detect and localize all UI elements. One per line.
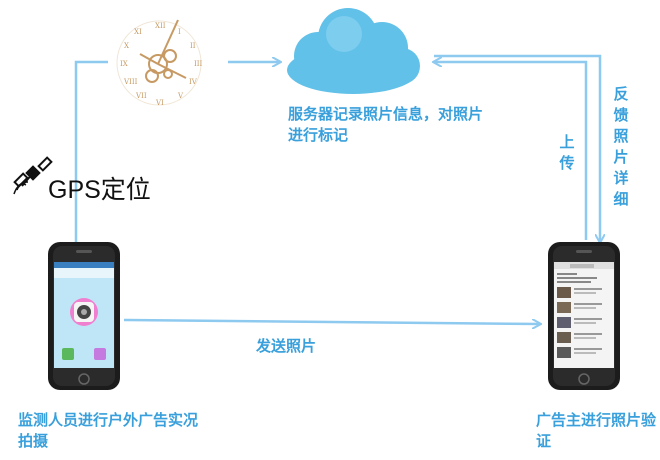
svg-text:IX: IX bbox=[120, 60, 128, 68]
svg-text:X: X bbox=[124, 42, 129, 50]
gps-label: GPS定位 bbox=[48, 176, 151, 204]
svg-text:II: II bbox=[190, 42, 196, 50]
left-phone-app-icon bbox=[94, 348, 106, 360]
left-phone bbox=[48, 242, 120, 390]
gps-path-line bbox=[74, 60, 108, 242]
right-phone bbox=[548, 242, 620, 390]
left-phone-app-icon bbox=[62, 348, 74, 360]
svg-text:VII: VII bbox=[135, 92, 147, 100]
feedback-label: 反馈照片详细 bbox=[613, 85, 629, 208]
clock-icon: XII I II III IV V VI VII VIII IX X XI bbox=[116, 19, 203, 107]
cloud-label: 服务器记录照片信息，对照片进行标记 bbox=[288, 105, 484, 144]
svg-text:VI: VI bbox=[155, 99, 164, 107]
cloud-icon bbox=[287, 8, 420, 94]
upload-label: 上传 bbox=[559, 133, 575, 172]
svg-text:V: V bbox=[177, 92, 184, 100]
left-phone-caption: 监测人员进行户外广告实况拍摄 bbox=[18, 411, 199, 450]
svg-text:I: I bbox=[178, 28, 181, 36]
svg-text:XII: XII bbox=[155, 22, 166, 30]
send-photo-label: 发送照片 bbox=[256, 337, 317, 355]
satellite-icon bbox=[13, 156, 53, 195]
upload-arrow bbox=[434, 62, 588, 240]
svg-text:VIII: VIII bbox=[123, 78, 138, 86]
send-photo-arrow bbox=[123, 318, 540, 324]
feedback-arrow bbox=[434, 54, 600, 242]
svg-text:XI: XI bbox=[134, 28, 142, 36]
right-phone-caption: 广告主进行照片验证 bbox=[536, 411, 657, 450]
svg-text:III: III bbox=[194, 60, 203, 68]
svg-text:IV: IV bbox=[189, 78, 198, 86]
